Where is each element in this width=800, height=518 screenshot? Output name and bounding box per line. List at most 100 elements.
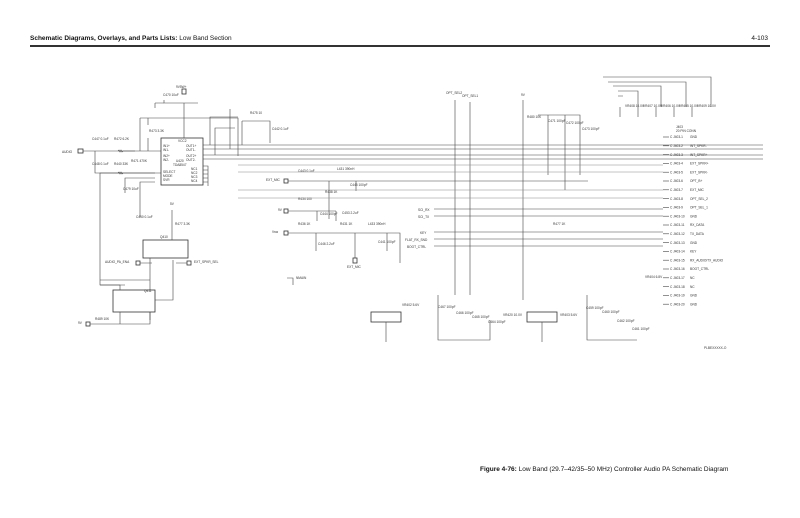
r477-label: R477 3.3K <box>175 222 191 226</box>
audio-bplus-label: 9V5W+ <box>176 85 187 89</box>
pin-out2p: OUT2+ <box>186 154 197 158</box>
j403-pin-number: C J403-13 <box>670 241 685 245</box>
j403-pin-signal: INT_SPKR+ <box>690 153 708 157</box>
j403-pin-signal: KEY <box>690 250 697 254</box>
j403-pin-number: C J403-1 <box>670 135 683 139</box>
j403-pin-number: C J403-11 <box>670 223 685 227</box>
ext-mic-out-terminal <box>352 257 358 264</box>
c446-label: C446 2.2uF <box>318 242 335 246</box>
l433-label: L433 390nH <box>368 222 386 226</box>
figure-label: Figure 4-76: <box>480 466 517 473</box>
key-label: KEY <box>420 231 427 235</box>
r480-label: R480 10K <box>527 115 542 119</box>
c471-label: C471 100pF <box>548 119 566 123</box>
j403-pin-signal: TX_DATA <box>690 232 705 236</box>
boot-ctrl-label: BOOT_CTRL <box>407 245 426 249</box>
c467-label: C467 100pF <box>438 305 456 309</box>
header-rule <box>30 45 770 47</box>
j403-pin-signal: EXT_MIC <box>690 188 705 192</box>
j403-pin-number: C J403-9 <box>670 206 683 210</box>
vr409-label: VR409 10.0V <box>697 104 717 108</box>
drawing-id: PLBEXXXXX-O <box>704 346 727 350</box>
mic-filter-section: EXT_MIC C443 0.1uF L431 390nH C445 100pF… <box>266 167 588 285</box>
audio-connector-icon <box>77 148 84 154</box>
u420-part: TDA8547 <box>173 163 187 167</box>
c473-label: C473 100pF <box>582 127 600 131</box>
r471-label: R471 470K <box>131 159 148 163</box>
ic-u420: U420 TDA8547 VCC2 IN1+ IN1- IN2+ IN2- SE… <box>160 137 204 186</box>
9v-a-label: 9V <box>521 93 526 97</box>
c443-label: C443 0.1uF <box>298 169 315 173</box>
j403-pin-number: C J403-20 <box>670 302 685 306</box>
j403-pin-number: C J403-7 <box>670 188 683 192</box>
c470-label: C470 10uF <box>163 93 179 97</box>
sci-rx-label: SCI_RX <box>418 208 430 212</box>
c442-label: C442 0.1uF <box>272 127 289 131</box>
vr405-label: VR405 10.0V <box>679 104 699 108</box>
j403-pin-signal: NC <box>690 285 695 289</box>
j403-pin-signal: EXT_SPKR+ <box>690 162 709 166</box>
r472-label: R472 6.2K <box>114 137 130 141</box>
j403-pin-signal: RX_AUDIO/TX_AUDIO <box>690 258 724 262</box>
vr402-label: VR402 5.6V <box>402 303 420 307</box>
vr407-label: VR407 10.0V <box>643 104 663 108</box>
r434-label: R434 100 <box>298 197 312 201</box>
pin-nc2: NC2 <box>191 171 198 175</box>
vsw-terminal <box>283 230 289 236</box>
q411-label: Q411 <box>144 289 152 293</box>
j403-pin-signal: BOOT_CTRL <box>690 267 709 271</box>
pin-out1m: OUT1- <box>186 148 196 152</box>
nmain-label: NMAIN <box>296 276 307 280</box>
j403-pin-signal: GND <box>690 135 698 139</box>
header-section-title: Schematic Diagrams, Overlays, and Parts … <box>30 35 178 42</box>
ext-mic-terminal <box>283 178 289 184</box>
audio-pa-enable-terminal <box>135 260 141 266</box>
j403-pin-signal: GND <box>690 241 698 245</box>
c444-label: C444 100pF <box>320 212 338 216</box>
j403-pin-number: C J403-8 <box>670 197 683 201</box>
r440-label: R440 33K <box>114 162 129 166</box>
pin-svr: SVR <box>163 178 170 182</box>
j403-pin-signal: OPT_SEL_1 <box>690 206 708 210</box>
j403-pin-number: C J403-10 <box>670 214 685 218</box>
j403-ref: J403 <box>676 125 683 129</box>
pin-mode: MODE <box>163 174 173 178</box>
ext-mic-input-label: EXT_MIC <box>266 178 281 182</box>
c466-label: C466 100pF <box>456 311 474 315</box>
q411-9v-terminal <box>85 321 91 327</box>
audio-b-plus-terminal <box>181 88 187 95</box>
r475-c442: R475 10 C442 0.1uF <box>241 111 289 145</box>
q411-9v-label: 9V <box>78 321 83 325</box>
r438-label: R438 1K <box>325 190 338 194</box>
j403-pin-signal: OPT_B+ <box>690 179 702 183</box>
pin-nc3: NC3 <box>191 175 198 179</box>
pin-nc4: NC4 <box>191 179 198 183</box>
top-zener-diodes: VR408 10.0V VR407 10.0V VR406 10.0V VR40… <box>619 104 717 117</box>
c445-label: C445 100pF <box>350 183 368 187</box>
vr420-label: VR420 10.0V <box>503 313 523 317</box>
vr403-label: VR403 5.6V <box>560 313 578 317</box>
c472-label: C472 100pF <box>566 121 584 125</box>
j403-pin-number: C J403-2 <box>670 144 683 148</box>
r431-label: R431 1K <box>340 222 353 226</box>
r477b-label: R477 1K <box>553 222 566 226</box>
c464-label: C464 100pF <box>488 320 506 324</box>
9v-input-label: 9V <box>278 208 283 212</box>
j403-pin-number: C J403-6 <box>670 179 683 183</box>
j403-pin-signal: RX_DATA <box>690 223 705 227</box>
header-subsection: Low Band Section <box>177 35 232 42</box>
pin-nc1: NC1 <box>191 167 198 171</box>
r475-label: R475 10 <box>250 111 262 115</box>
r489-label: R489 10K <box>95 317 110 321</box>
u420-ref: U420 <box>176 159 184 163</box>
j403-pin-number: C J403-18 <box>670 285 685 289</box>
signal-bus: SCI_RX SCI_TX KEY FLAT_RX_SND BOOT_CTRL … <box>238 76 712 300</box>
sci-tx-label: SCI_TX <box>418 215 430 219</box>
pin-in2p: IN2+ <box>163 154 170 158</box>
c462-label: C462 100pF <box>617 319 635 323</box>
j403-pin-number: C J403-15 <box>670 258 685 262</box>
c459-label: C459 100pF <box>586 306 604 310</box>
r473-label: R473 3.3K <box>149 129 165 133</box>
